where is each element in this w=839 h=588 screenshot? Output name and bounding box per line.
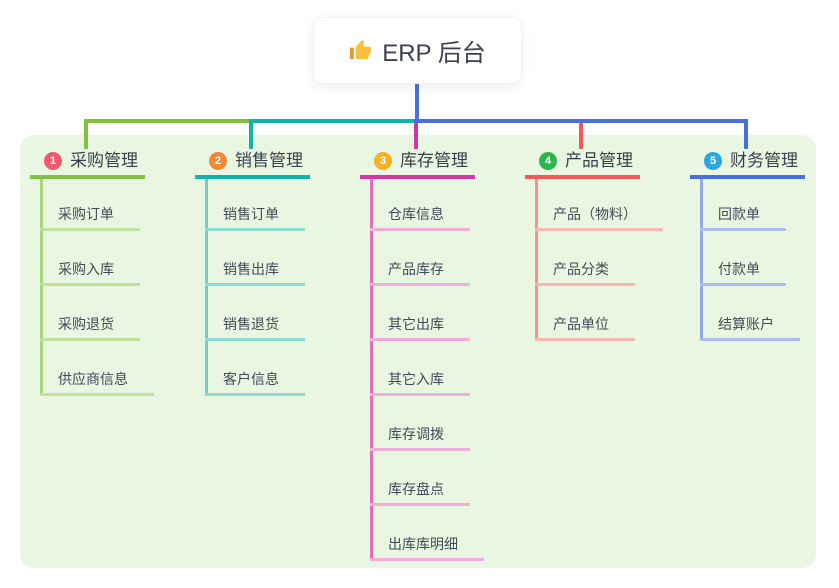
branch-drop-line: [414, 123, 418, 149]
root-connector-line: [415, 84, 419, 123]
branch-children-trunk-line: [535, 179, 538, 341]
branch-children-trunk-line: [370, 179, 373, 561]
branch-children-trunk-line: [40, 179, 43, 396]
branch-underline: [690, 175, 805, 179]
branch-number-badge: 1: [44, 152, 62, 170]
branch-node-label[interactable]: 采购管理: [70, 151, 138, 170]
branch-drop-line: [84, 123, 88, 149]
child-node[interactable]: 供应商信息: [40, 365, 154, 396]
branch-underline: [195, 175, 310, 179]
child-node[interactable]: 库存调拨: [370, 420, 470, 451]
branch-node-label[interactable]: 财务管理: [730, 151, 798, 170]
child-node[interactable]: 结算账户: [700, 310, 800, 341]
branch-number-badge: 5: [704, 152, 722, 170]
child-node[interactable]: 销售订单: [205, 200, 305, 231]
child-node[interactable]: 产品单位: [535, 310, 635, 341]
child-node[interactable]: 库存盘点: [370, 475, 470, 506]
child-node[interactable]: 采购订单: [40, 200, 140, 231]
branch-node-label[interactable]: 库存管理: [400, 151, 468, 170]
connector-bus-segment: [249, 119, 418, 123]
connector-bus-segment: [84, 119, 253, 123]
child-node[interactable]: 产品库存: [370, 255, 470, 286]
child-node[interactable]: 产品分类: [535, 255, 635, 286]
root-node-label: ERP 后台: [382, 40, 486, 67]
mindmap-panel-background: [20, 135, 816, 568]
branch-children-trunk-line: [205, 179, 208, 396]
child-node[interactable]: 采购退货: [40, 310, 140, 341]
branch-number-badge: 3: [374, 152, 392, 170]
thumbs-up-icon: [349, 39, 372, 62]
child-node[interactable]: 销售出库: [205, 255, 305, 286]
branch-underline: [30, 175, 145, 179]
branch-underline: [360, 175, 475, 179]
branch-underline: [525, 175, 640, 179]
child-node[interactable]: 出库库明细: [370, 530, 484, 561]
root-node[interactable]: ERP 后台: [313, 17, 522, 84]
child-node[interactable]: 产品（物料）: [535, 200, 663, 231]
branch-drop-line: [249, 123, 253, 149]
child-node[interactable]: 销售退货: [205, 310, 305, 341]
child-node[interactable]: 其它出库: [370, 310, 470, 341]
child-node[interactable]: 付款单: [700, 255, 786, 286]
branch-number-badge: 2: [209, 152, 227, 170]
child-node[interactable]: 客户信息: [205, 365, 305, 396]
connector-bus-segment: [414, 119, 748, 123]
branch-node-label[interactable]: 销售管理: [235, 151, 303, 170]
child-node[interactable]: 仓库信息: [370, 200, 470, 231]
child-node[interactable]: 采购入库: [40, 255, 140, 286]
branch-drop-line: [579, 123, 583, 149]
branch-node-label[interactable]: 产品管理: [565, 151, 633, 170]
branch-number-badge: 4: [539, 152, 557, 170]
branch-drop-line: [744, 123, 748, 149]
branch-children-trunk-line: [700, 179, 703, 341]
child-node[interactable]: 其它入库: [370, 365, 470, 396]
child-node[interactable]: 回款单: [700, 200, 786, 231]
